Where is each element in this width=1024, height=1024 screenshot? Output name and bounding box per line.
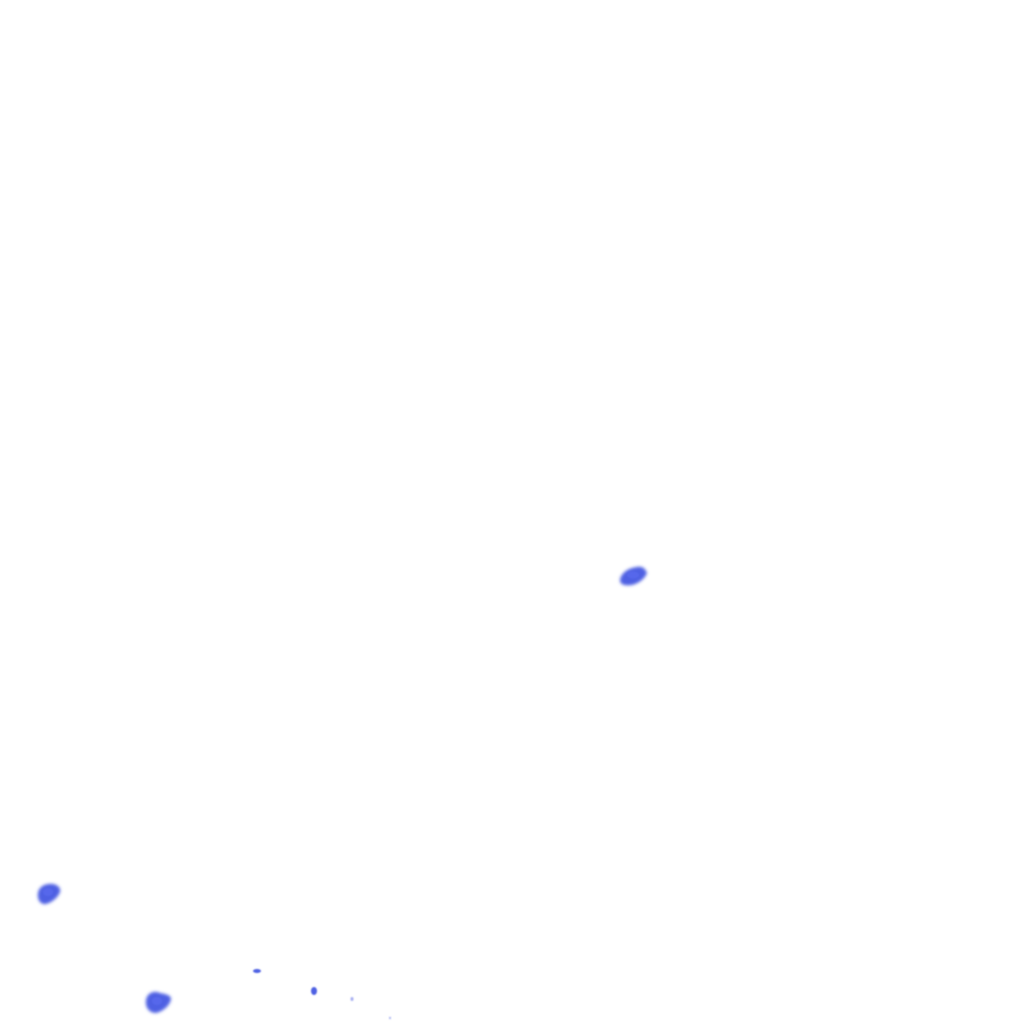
blue-speck [253,969,261,973]
blue-speck [311,987,317,995]
blue-spot [145,991,171,1013]
blue-speck [389,1016,391,1020]
blue-spot [37,883,61,905]
blue-speck [350,997,354,1001]
blue-spot [620,566,647,586]
